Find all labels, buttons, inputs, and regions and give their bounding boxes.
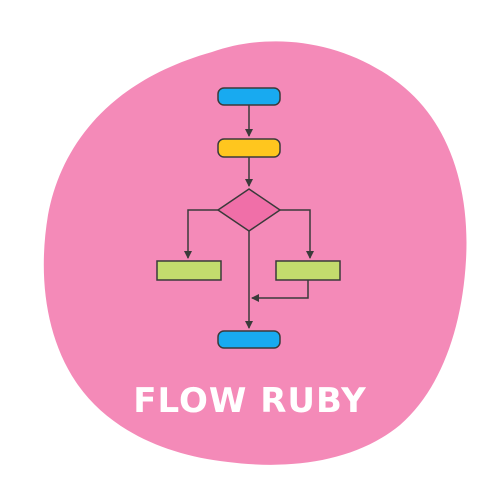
decision-diamond-node xyxy=(216,188,282,232)
connector-decision-to-right xyxy=(280,209,314,259)
process-step-node xyxy=(217,138,281,158)
logo-title: FLOW RUBY xyxy=(133,381,366,421)
flowchart-connectors xyxy=(184,105,314,329)
left-branch-box-node xyxy=(156,260,222,281)
connector-right-to-merge xyxy=(251,280,309,302)
pink-blob-background xyxy=(43,41,467,465)
start-terminal-node xyxy=(217,87,281,106)
connector-decision-to-left xyxy=(184,209,218,259)
end-terminal-node xyxy=(217,330,281,349)
right-branch-box-node xyxy=(275,260,341,281)
